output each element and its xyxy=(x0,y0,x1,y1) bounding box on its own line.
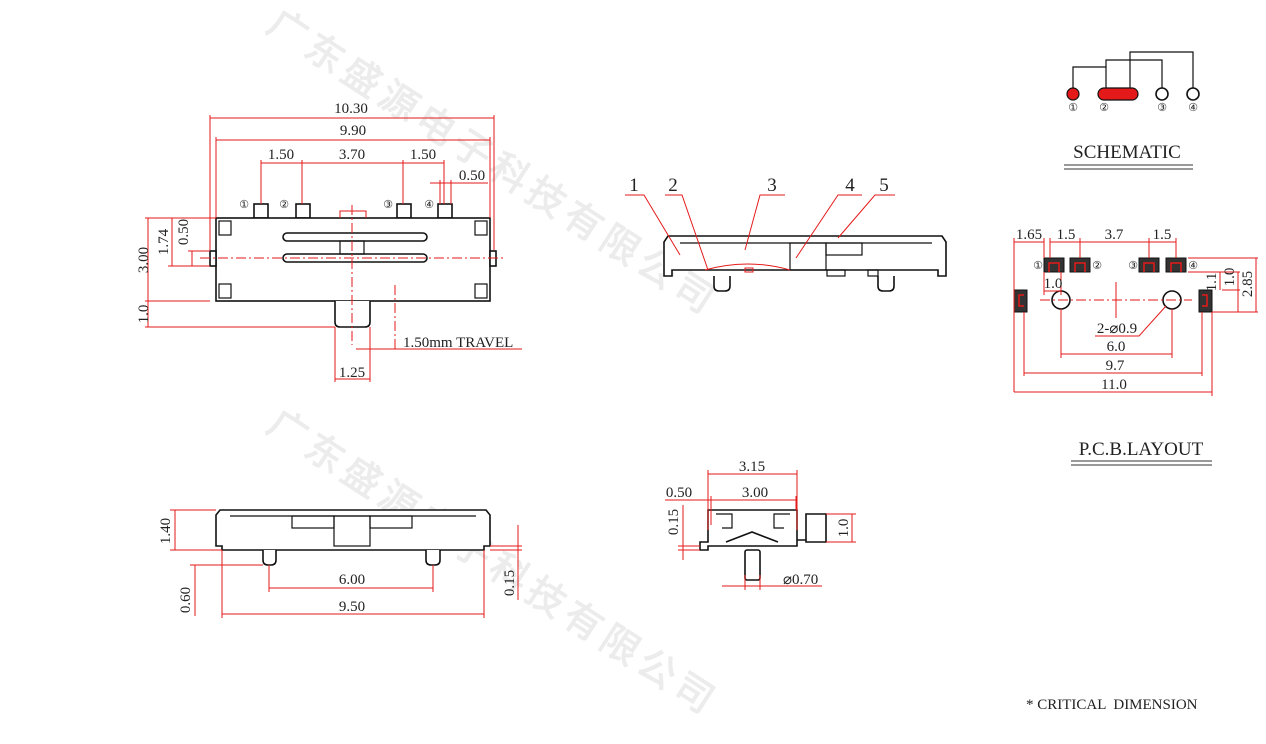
svg-text:5: 5 xyxy=(879,175,889,196)
svg-text:4: 4 xyxy=(845,175,855,196)
svg-text:9.7: 9.7 xyxy=(1106,358,1125,374)
svg-text:1.5: 1.5 xyxy=(1153,227,1172,243)
svg-text:3.00: 3.00 xyxy=(136,247,152,273)
svg-text:④: ④ xyxy=(1188,259,1198,272)
svg-text:1.0: 1.0 xyxy=(836,519,852,538)
schematic: ① ② ③ ④ SCHEMATIC xyxy=(1064,51,1200,170)
svg-text:3.00: 3.00 xyxy=(742,485,768,501)
svg-text:①: ① xyxy=(1068,101,1078,114)
svg-text:1.25: 1.25 xyxy=(339,365,365,381)
svg-text:0.50: 0.50 xyxy=(666,485,692,501)
svg-text:3.7: 3.7 xyxy=(1105,227,1124,243)
svg-text:3: 3 xyxy=(767,175,777,196)
svg-text:④: ④ xyxy=(424,198,434,211)
svg-text:④: ④ xyxy=(1188,101,1198,114)
svg-text:6.00: 6.00 xyxy=(339,572,365,588)
end-view: 3.15 3.00 0.50 0.15 1.0 ⌀0.70 xyxy=(665,459,856,590)
schematic-title: SCHEMATIC xyxy=(1073,142,1181,163)
svg-text:2-⌀0.9: 2-⌀0.9 xyxy=(1097,321,1137,337)
svg-text:0.60: 0.60 xyxy=(178,587,194,613)
terminal-2 xyxy=(295,203,311,219)
svg-text:1.0: 1.0 xyxy=(1044,276,1063,292)
svg-text:②: ② xyxy=(1099,101,1109,114)
svg-text:1.0: 1.0 xyxy=(136,305,152,324)
svg-text:⌀0.70: ⌀0.70 xyxy=(783,572,818,588)
svg-text:3.70: 3.70 xyxy=(339,147,365,163)
svg-text:②: ② xyxy=(279,198,289,211)
svg-text:②: ② xyxy=(1092,259,1102,272)
svg-text:1.40: 1.40 xyxy=(158,518,174,544)
svg-text:广东盛源电子科技有限公司: 广东盛源电子科技有限公司 xyxy=(260,401,727,725)
side-section-view: 1 2 3 4 5 xyxy=(625,175,947,292)
svg-text:1.1: 1.1 xyxy=(1204,273,1220,292)
svg-text:10.30: 10.30 xyxy=(334,101,368,117)
watermark: 广东盛源电子科技有限公司 广东盛源电子科技有限公司 xyxy=(260,1,727,725)
svg-text:0.15: 0.15 xyxy=(666,509,682,535)
svg-text:2.85: 2.85 xyxy=(1240,271,1256,297)
svg-text:1.50: 1.50 xyxy=(268,147,294,163)
critical-dimension-note: * CRITICAL DIMENSION xyxy=(1026,697,1198,713)
svg-text:11.0: 11.0 xyxy=(1101,377,1127,393)
front-view: 1.40 0.60 6.00 9.50 0.15 xyxy=(158,509,522,618)
schematic-pin-3 xyxy=(1155,87,1169,101)
pcb-layout: ① ② ③ ④ 1.65 1.5 3.7 1.5 1.0 1.1 1.0 2.8… xyxy=(1013,227,1258,466)
schematic-pin-1 xyxy=(1066,87,1080,101)
svg-text:0.15: 0.15 xyxy=(502,570,518,596)
svg-text:0.50: 0.50 xyxy=(176,219,192,245)
svg-text:①: ① xyxy=(239,198,249,211)
svg-text:③: ③ xyxy=(383,198,393,211)
svg-text:3.15: 3.15 xyxy=(739,459,765,475)
svg-text:9.50: 9.50 xyxy=(339,599,365,615)
schematic-pin-4 xyxy=(1186,87,1200,101)
svg-text:①: ① xyxy=(1033,259,1043,272)
svg-text:1.0: 1.0 xyxy=(1222,268,1238,287)
pcb-layout-title: P.C.B.LAYOUT xyxy=(1079,439,1204,460)
schematic-contact xyxy=(1097,87,1139,101)
svg-text:1: 1 xyxy=(629,175,639,196)
svg-text:1.5: 1.5 xyxy=(1057,227,1076,243)
svg-text:③: ③ xyxy=(1128,259,1138,272)
svg-text:0.50: 0.50 xyxy=(459,168,485,184)
svg-text:1.50: 1.50 xyxy=(410,147,436,163)
terminal-1 xyxy=(253,203,269,219)
svg-text:6.0: 6.0 xyxy=(1107,339,1126,355)
svg-text:9.90: 9.90 xyxy=(340,123,366,139)
top-view: 10.30 9.90 1.50 3.70 1.50 0.50 ① ② ③ ④ 3… xyxy=(136,101,522,382)
svg-text:③: ③ xyxy=(1157,101,1167,114)
svg-text:2: 2 xyxy=(668,175,678,196)
svg-text:1.65: 1.65 xyxy=(1016,227,1042,243)
terminal-4 xyxy=(437,203,453,219)
svg-text:1.50mm TRAVEL: 1.50mm TRAVEL xyxy=(403,335,513,351)
svg-text:1.74: 1.74 xyxy=(156,228,172,255)
terminal-3 xyxy=(396,203,412,219)
